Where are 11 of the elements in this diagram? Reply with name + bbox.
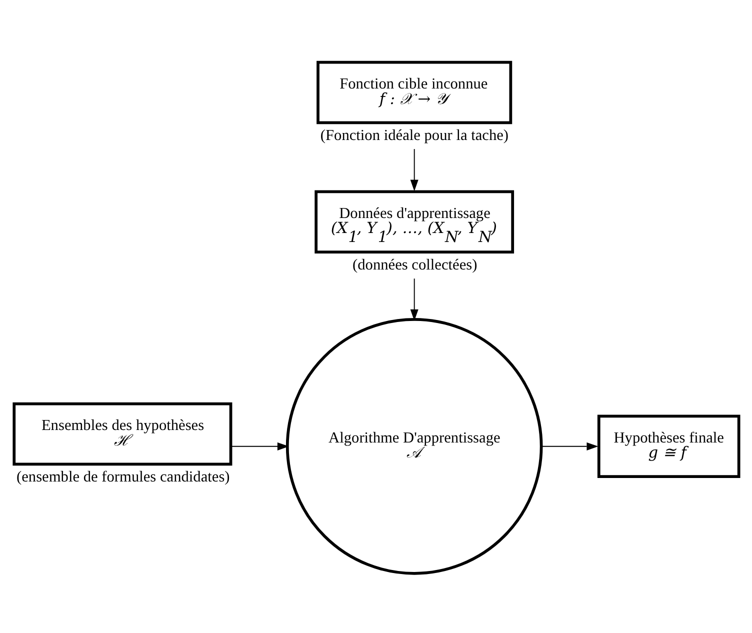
- node-box: Fonction cible inconnue f : 𝒳 → 𝒴: [316, 60, 512, 124]
- node-circle: Algorithme D'apprentissage 𝒜: [286, 318, 543, 574]
- node-label: (Fonction idéale pour la tache): [320, 126, 509, 144]
- arrow: [540, 442, 598, 450]
- node-label: (ensemble de formules candidates): [16, 468, 230, 486]
- node-box: Ensembles des hypothèses ℋ: [12, 402, 232, 466]
- arrow: [231, 442, 289, 450]
- node-box: Hypothèses finale g ≅ f: [597, 414, 740, 478]
- arrow: [410, 278, 418, 320]
- node-label: (données collectées): [352, 256, 478, 274]
- arrow: [410, 148, 418, 191]
